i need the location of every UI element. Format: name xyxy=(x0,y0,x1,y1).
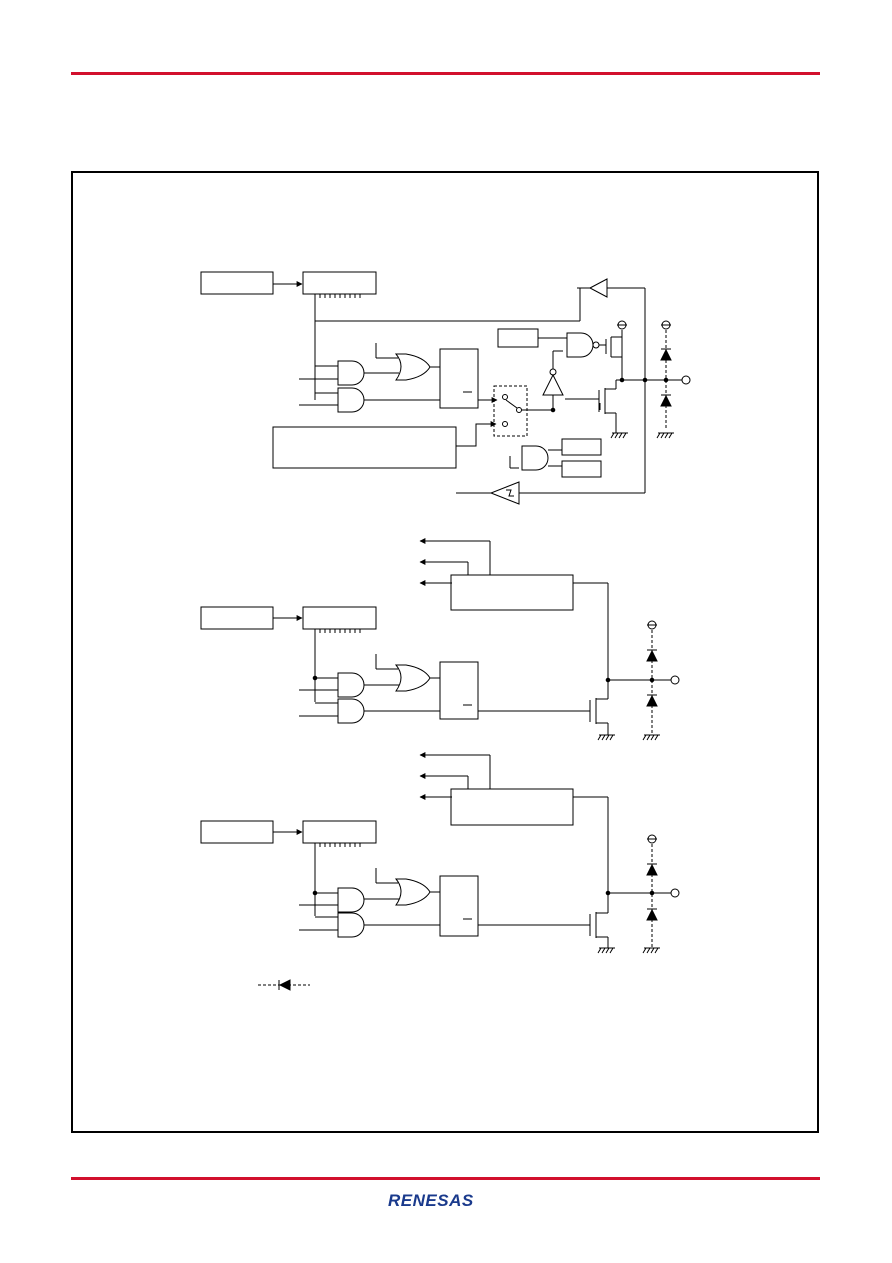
output-latch xyxy=(439,661,479,720)
pullup-control-box xyxy=(497,328,539,348)
input-buffer-1 xyxy=(588,278,608,298)
inverter xyxy=(542,373,564,396)
legend-diode-symbol xyxy=(258,979,310,991)
control-register-box xyxy=(200,606,274,630)
input-enable-box-1 xyxy=(561,438,602,456)
data-register-box xyxy=(302,606,377,630)
pin-circuit-1 xyxy=(200,271,691,505)
pin-3-terminal xyxy=(670,888,680,898)
input-enable-box-2 xyxy=(561,460,602,478)
header-rule xyxy=(71,72,820,75)
select-switch xyxy=(493,385,528,437)
pin-2-terminal xyxy=(670,675,680,685)
data-register-box xyxy=(302,271,377,295)
renesas-logo-mark: RENESAS xyxy=(388,1191,474,1210)
diagram-frame xyxy=(71,171,819,1133)
control-register-box xyxy=(200,820,274,844)
output-latch xyxy=(439,348,479,409)
pin-1-terminal xyxy=(681,375,691,385)
pin-circuit-2 xyxy=(200,538,680,741)
logo-text: RENESAS xyxy=(388,1191,474,1210)
output-latch xyxy=(439,875,479,937)
schmitt-input-buffer xyxy=(489,481,520,505)
nand-gate xyxy=(566,332,594,358)
peripheral-output-box xyxy=(450,574,574,611)
peripheral-box xyxy=(272,426,457,469)
footer-rule xyxy=(71,1177,820,1180)
peripheral-output-box xyxy=(450,788,574,826)
or-gate xyxy=(394,353,431,381)
data-register-box xyxy=(302,820,377,844)
renesas-logo: RENESAS xyxy=(386,1188,502,1212)
pin-circuit-3 xyxy=(200,752,680,954)
control-register-box xyxy=(200,271,274,295)
and-gate-b xyxy=(337,387,365,413)
input-and-gate xyxy=(521,445,549,471)
and-gate-a xyxy=(337,360,365,386)
